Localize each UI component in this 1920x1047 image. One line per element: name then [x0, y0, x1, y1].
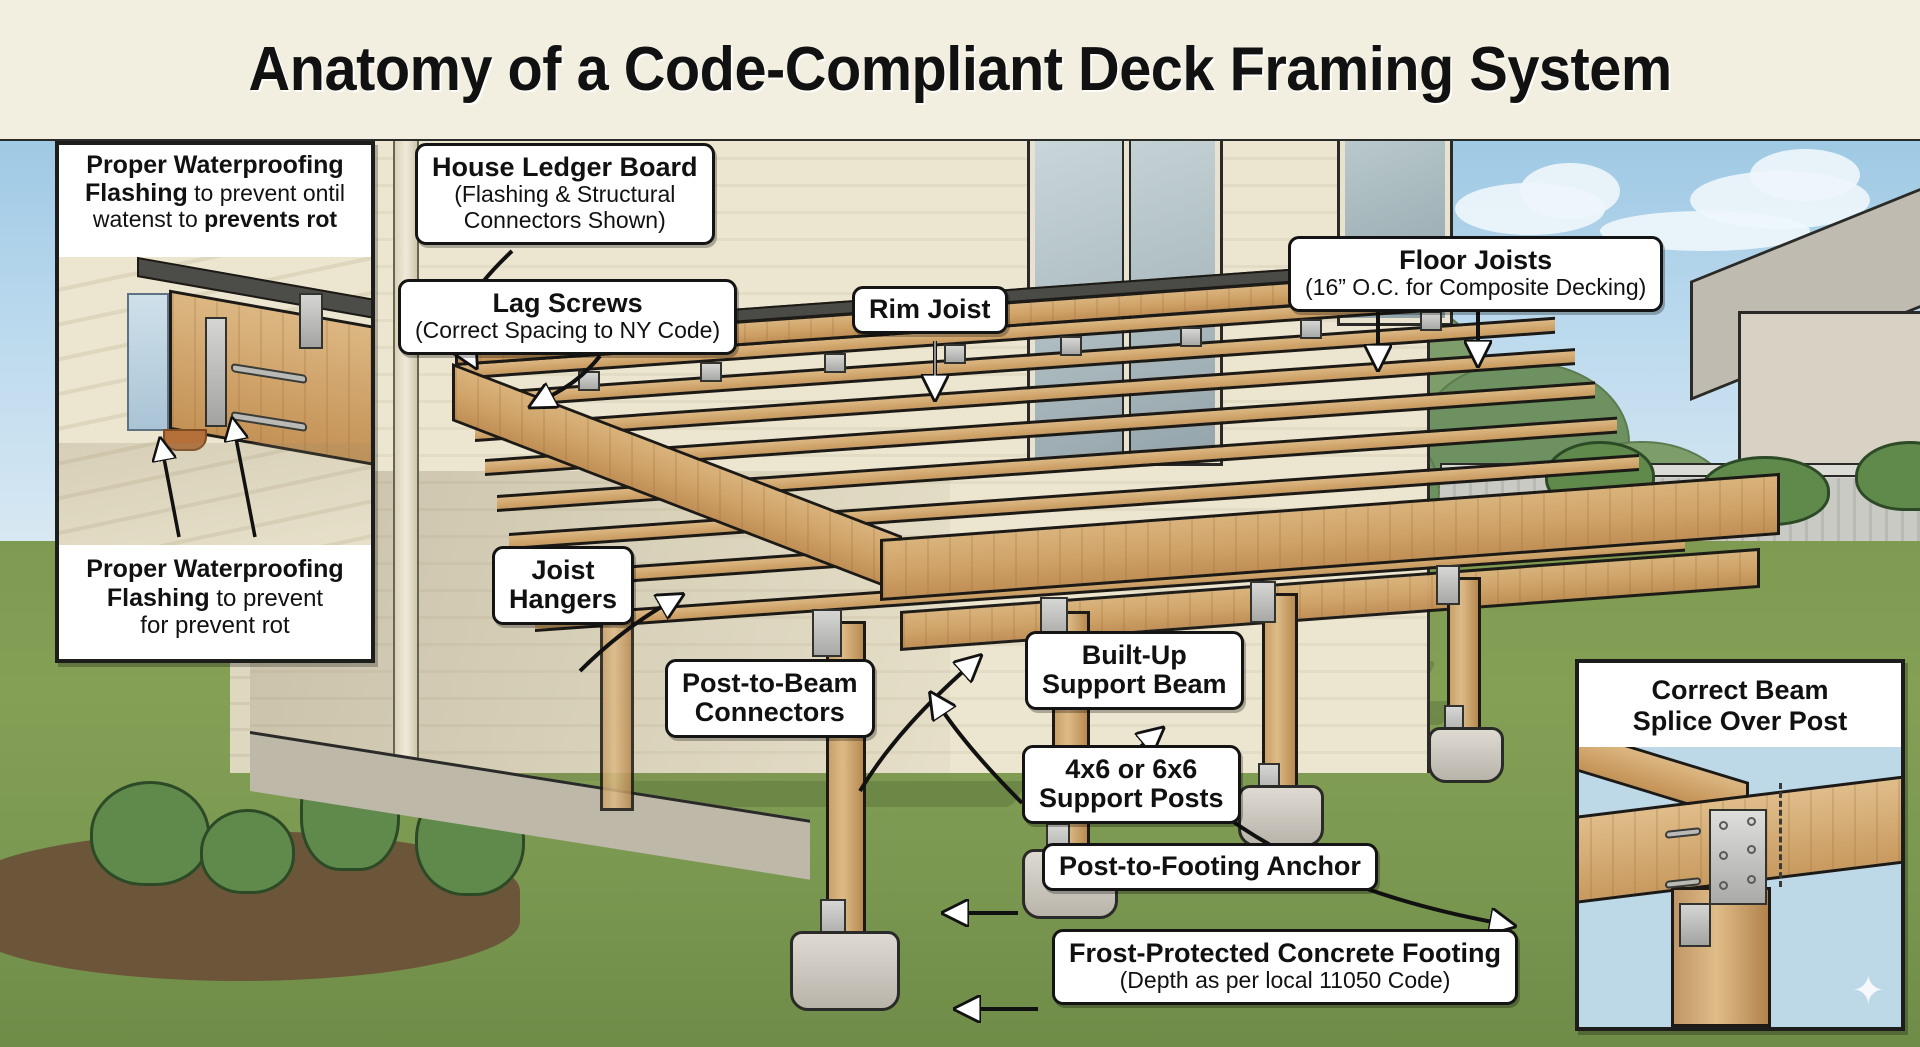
callout-line-1: Rim Joist: [869, 294, 991, 324]
caption-segment-1: Proper Waterproofing: [86, 151, 344, 179]
house-corner-trim: [393, 141, 419, 773]
post-to-beam-connector: [812, 609, 842, 657]
caption-segment-1: Proper Waterproofing: [86, 555, 344, 583]
callout-line-1: Post-to-Footing Anchor: [1059, 851, 1361, 881]
callout-line-1: Joist: [531, 555, 595, 585]
inset-panel-flashing: Proper Waterproofing Flashing to prevent…: [55, 141, 375, 663]
caption-line-2: Splice Over Post: [1632, 705, 1848, 736]
callout-floor-joists[interactable]: Floor Joists (16” O.C. for Composite Dec…: [1288, 236, 1664, 312]
callout-line-2: (Flashing & Structural: [454, 181, 676, 208]
joist-hanger: [1420, 311, 1442, 331]
joist-hanger: [1300, 319, 1322, 339]
joist-hanger: [1180, 327, 1202, 347]
waterproof-membrane: [127, 293, 169, 431]
inset-flashing-detail-art: [59, 257, 371, 545]
inset-right-caption: Correct Beam Splice Over Post: [1579, 663, 1901, 747]
callout-line-1: Post-to-Beam: [682, 668, 858, 698]
inset-top-caption: Proper Waterproofing Flashing to prevent…: [59, 145, 371, 257]
joist-hanger: [824, 353, 846, 373]
callout-line-2: Hangers: [509, 584, 618, 615]
caption-segment-2: Flashing: [84, 179, 188, 207]
callout-joist-hangers[interactable]: Joist Hangers: [492, 546, 635, 626]
caption-segment-3: to prevent ontil: [187, 180, 346, 206]
sparkle-icon: ✦: [1851, 969, 1885, 1013]
callout-line-2: (Depth as per local 11050 Code): [1119, 967, 1451, 994]
concrete-footing: [1428, 727, 1504, 783]
post-bracket: [1679, 903, 1711, 947]
shrub-icon: [200, 809, 295, 894]
post-to-beam-connector: [1250, 581, 1276, 623]
callout-built-up-support-beam[interactable]: Built-Up Support Beam: [1025, 631, 1244, 711]
callout-rim-joist[interactable]: Rim Joist: [852, 286, 1008, 335]
header-bar: Anatomy of a Code-Compliant Deck Framing…: [0, 0, 1920, 139]
callout-line-1: Frost-Protected Concrete Footing: [1069, 938, 1502, 968]
cloud-icon: [1750, 149, 1860, 201]
callout-line-1: Lag Screws: [492, 288, 643, 318]
caption-segment-4: watenst to: [92, 206, 205, 232]
beam-splice-plate: [1709, 809, 1767, 905]
illustration-scene: House Ledger Board (Flashing & Structura…: [0, 139, 1920, 1047]
inset-bottom-caption: Proper Waterproofing Flashing to prevent…: [59, 545, 371, 659]
callout-line-2: Support Posts: [1039, 783, 1224, 814]
joist-hanger-detail: [299, 293, 323, 349]
caption-segment-4: for prevent rot: [140, 612, 290, 639]
callout-post-to-beam-connectors[interactable]: Post-to-Beam Connectors: [665, 659, 875, 739]
cloud-icon: [1520, 163, 1620, 219]
callout-line-2: (Correct Spacing to NY Code): [415, 317, 721, 344]
callout-lag-screws[interactable]: Lag Screws (Correct Spacing to NY Code): [398, 279, 738, 355]
inset-panel-beam-splice: Correct Beam Splice Over Post: [1575, 659, 1905, 1031]
callout-line-1: House Ledger Board: [432, 152, 698, 182]
joist-hanger: [1060, 336, 1082, 356]
joist-hanger: [944, 344, 966, 364]
callout-line-2: Support Beam: [1042, 669, 1227, 700]
post-to-beam-connector: [1436, 565, 1460, 605]
caption-segment-3: to prevent: [209, 584, 324, 612]
callout-support-posts[interactable]: 4x6 or 6x6 Support Posts: [1022, 745, 1241, 825]
callout-line-2: (16” O.C. for Composite Decking): [1305, 274, 1647, 301]
concrete-footing: [790, 931, 900, 1011]
page-title: Anatomy of a Code-Compliant Deck Framing…: [248, 35, 1672, 104]
inset-arrows: [59, 257, 257, 538]
inset-shadow: [59, 443, 371, 545]
callout-line-1: Floor Joists: [1399, 245, 1553, 275]
inset-beam-splice-art: ✦: [1579, 747, 1901, 1027]
shrub-icon: [90, 781, 210, 886]
callout-line-2: Connectors: [694, 697, 845, 728]
caption-segment-2: Flashing: [106, 583, 210, 612]
splice-line: [1779, 783, 1782, 887]
callout-line-1: 4x6 or 6x6: [1065, 754, 1198, 784]
callout-post-to-footing-anchor[interactable]: Post-to-Footing Anchor: [1042, 843, 1378, 892]
callout-frost-protected-concrete-footing[interactable]: Frost-Protected Concrete Footing (Depth …: [1052, 929, 1519, 1005]
caption-line-1: Correct Beam: [1651, 675, 1829, 705]
joist-hanger: [700, 362, 722, 382]
support-post: [1262, 593, 1298, 808]
joist-hanger-detail: [205, 317, 227, 427]
callout-line-3: Connectors Shown): [463, 206, 666, 233]
callout-line-1: Built-Up: [1081, 640, 1187, 670]
caption-segment-5: prevents rot: [204, 206, 338, 232]
callout-house-ledger-board[interactable]: House Ledger Board (Flashing & Structura…: [415, 143, 715, 245]
